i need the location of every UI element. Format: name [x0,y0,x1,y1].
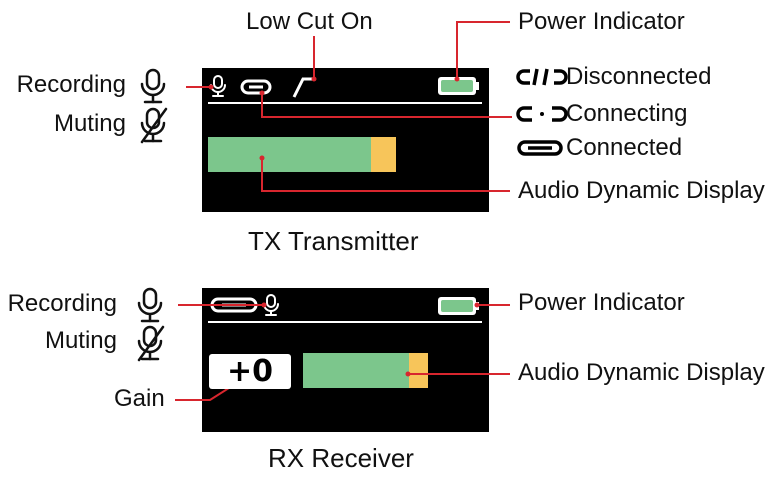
tx-meter-level [208,137,371,172]
legend-connecting-icon [516,106,568,122]
tx-muting-label: Muting [53,110,126,137]
rx-meter-peak [409,353,428,388]
legend-disconnected-label: Disconnected [566,63,712,90]
rx-screen-battery-icon [438,297,479,315]
rx-muting-label: Muting [44,327,117,354]
tx-title: TX Transmitter [248,226,419,256]
tx-muting-mic-icon [140,107,168,144]
tx-screen-battery-icon [438,77,479,95]
tx-low-cut-label: Low Cut On [246,8,373,35]
rx-screen-mic-icon [263,294,279,316]
tx-audio-label: Audio Dynamic Display [518,177,765,204]
tx-power-label: Power Indicator [518,8,685,35]
rx-audio-label: Audio Dynamic Display [518,359,765,386]
tx-recording-mic-icon [140,68,166,104]
rx-power-label: Power Indicator [518,289,685,316]
tx-recording-label: Recording [16,71,126,98]
rx-muting-mic-icon [137,325,165,362]
rx-gain-value: +0 [209,354,291,389]
legend-connected-label: Connected [566,134,683,161]
tx-screen-link-icon [240,79,272,95]
rx-recording-mic-icon [137,287,163,323]
legend-disconnected-icon [516,68,568,86]
legend-connected-icon [517,140,563,156]
legend-connecting-label: Connecting [566,100,688,127]
rx-title: RX Receiver [268,443,414,473]
rx-meter-level [303,353,409,388]
rx-recording-label: Recording [7,290,117,317]
tx-leaders [186,21,512,192]
tx-meter-peak [371,137,396,172]
rx-gain-label: Gain [114,385,165,412]
